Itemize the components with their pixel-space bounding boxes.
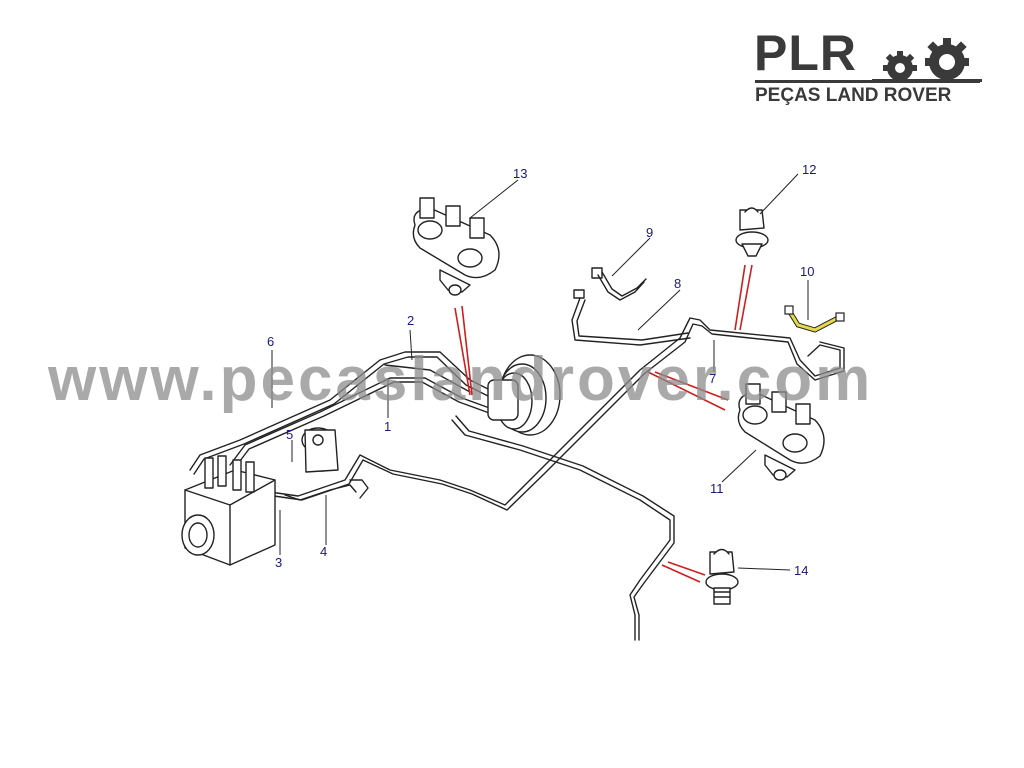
- callout-3: 3: [275, 555, 282, 570]
- logo-subtitle: PEÇAS LAND ROVER: [755, 85, 952, 106]
- callout-labels: 13 2 6 1 5 3 4 9 8 7 10 12 11 14: [267, 162, 816, 578]
- brake-pipe-6: [189, 351, 511, 475]
- callout-10: 10: [800, 264, 814, 279]
- callout-2: 2: [407, 313, 414, 328]
- brake-pipe-8: [571, 289, 691, 346]
- callout-7: 7: [709, 371, 716, 386]
- gears-icon: [872, 38, 982, 82]
- callout-5: 5: [286, 427, 293, 442]
- callout-13: 13: [513, 166, 527, 181]
- callout-14: 14: [794, 563, 808, 578]
- logo-title: PLR: [754, 25, 857, 81]
- pressure-valve-5: [301, 427, 339, 473]
- brake-hose-10: [784, 305, 845, 333]
- brake-pipe-2: [384, 364, 471, 393]
- brake-pipe-4: [284, 479, 369, 501]
- brake-pipe-1: [229, 377, 496, 470]
- callout-11: 11: [710, 481, 724, 496]
- brake-pipe-3: [249, 317, 845, 511]
- brake-pipe-rear: [451, 415, 675, 641]
- logo-divider: [755, 80, 980, 83]
- callout-12: 12: [802, 162, 816, 177]
- red-leader-lines: [454, 264, 753, 583]
- callout-leader-lines: [271, 173, 809, 571]
- callout-4: 4: [320, 544, 327, 559]
- callout-9: 9: [646, 225, 653, 240]
- brake-booster: [487, 354, 561, 436]
- abs-modulator: [181, 455, 276, 566]
- pipe-clip-12: [735, 207, 769, 257]
- callout-8: 8: [674, 276, 681, 291]
- pipe-clip-11: [737, 383, 825, 481]
- pipe-clip-13: [412, 197, 500, 296]
- callout-1: 1: [384, 419, 391, 434]
- callout-6: 6: [267, 334, 274, 349]
- brake-hose-9: [591, 267, 647, 301]
- pipe-clip-14: [705, 548, 739, 605]
